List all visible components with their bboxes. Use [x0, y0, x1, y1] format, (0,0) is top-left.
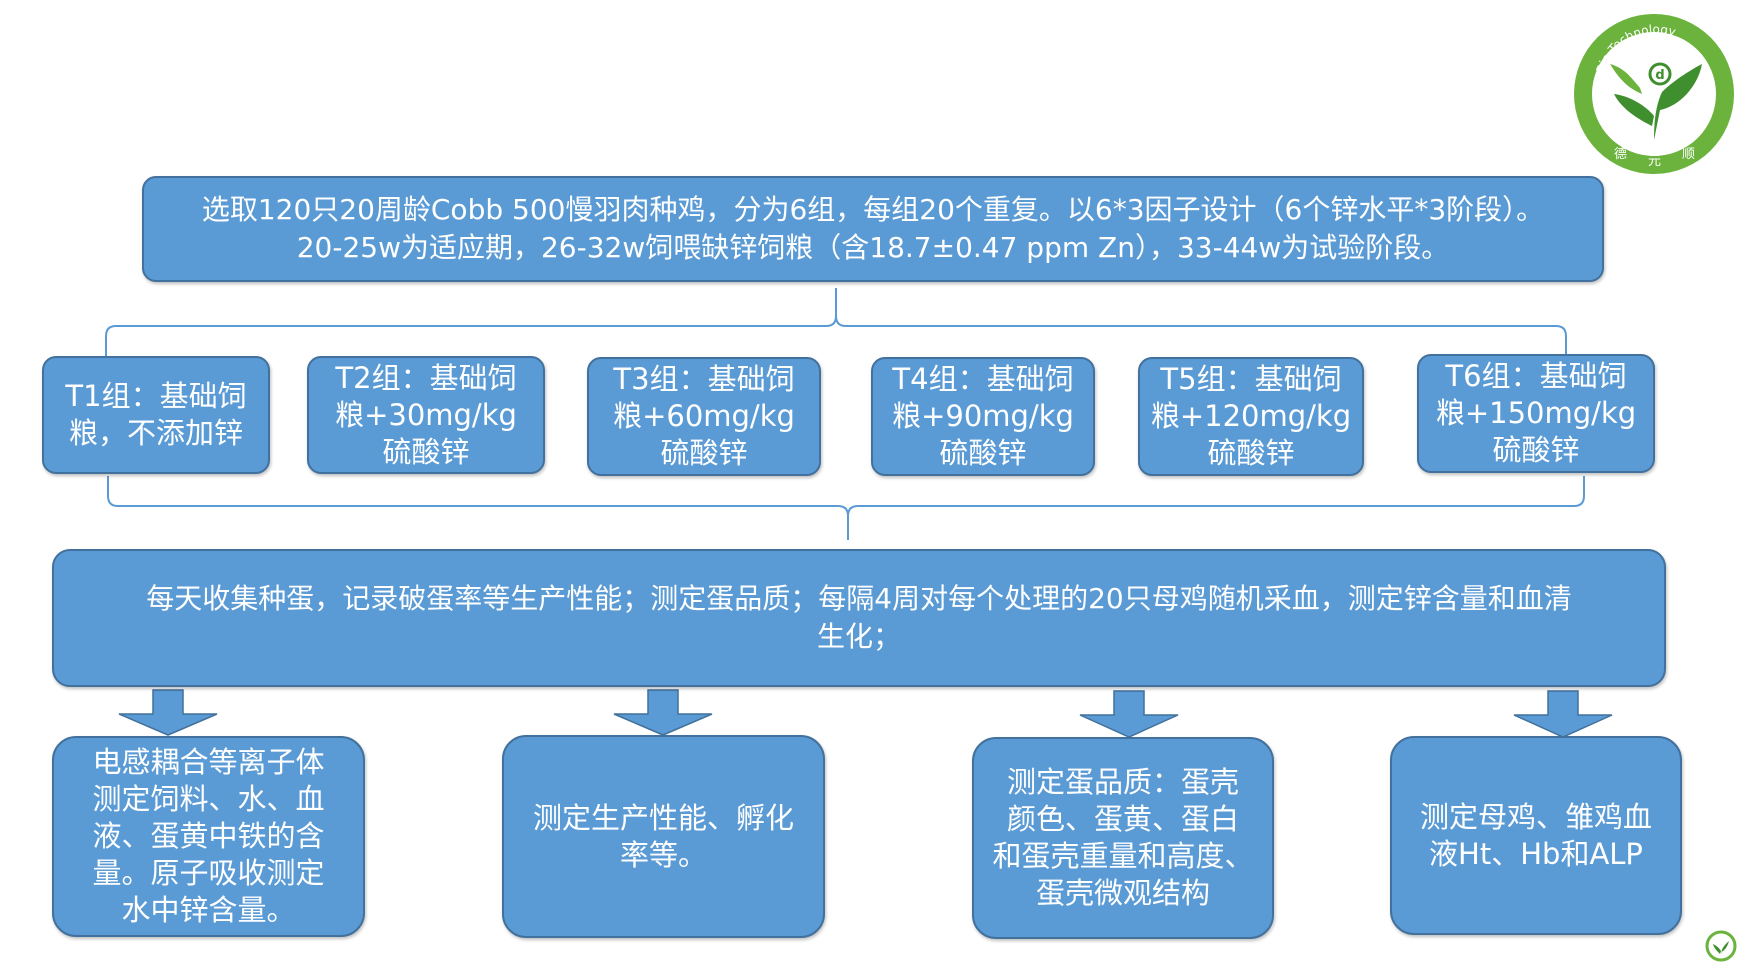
bottom-box-4-line2: 液Ht、Hb和ALP [1429, 836, 1643, 871]
group-t4-line3: 硫酸锌 [939, 436, 1027, 470]
group-box-t2: T2组：基础饲 粮+30mg/kg 硫酸锌 [307, 356, 545, 474]
bottom-box-3: 测定蛋品质：蛋壳 颜色、蛋黄、蛋白 和蛋壳重量和高度、 蛋壳微观结构 [972, 737, 1274, 939]
bottom-box-2: 测定生产性能、孵化 率等。 [502, 735, 825, 938]
bottom-box-2-line1: 测定生产性能、孵化 [532, 800, 794, 835]
logo-char-1: 德 [1614, 147, 1627, 162]
group-t3-line2: 粮+60mg/kg [613, 399, 795, 433]
mid-box: 每天收集种蛋，记录破蛋率等生产性能；测定蛋品质；每隔4周对每个处理的20只母鸡随… [52, 549, 1666, 687]
group-box-t1: T1组：基础饲 粮，不添加锌 [42, 356, 270, 474]
bottom-box-1: 电感耦合等离子体 测定饲料、水、血 液、蛋黄中铁的含 量。原子吸收测定 水中锌含… [52, 736, 365, 937]
bottom-box-3-line4: 蛋壳微观结构 [1035, 876, 1210, 910]
group-t6-line3: 硫酸锌 [1492, 433, 1580, 467]
down-arrow-1 [118, 689, 218, 736]
bio-technology-logo: Bio-Technology d 德 元 顺 [1574, 14, 1734, 174]
down-arrow-4 [1513, 690, 1613, 738]
group-t5-line3: 硫酸锌 [1207, 436, 1295, 470]
bottom-box-1-line3: 液、蛋黄中铁的含 [92, 819, 325, 853]
logo-char-3: 顺 [1682, 147, 1695, 162]
bottom-box-1-line2: 测定饲料、水、血 [92, 782, 325, 816]
bottom-box-3-line2: 颜色、蛋黄、蛋白 [1006, 802, 1239, 836]
top-box-line2: 20-25w为适应期，26-32w饲喂缺锌饲粮（含18.7±0.47 ppm Z… [296, 231, 1450, 264]
group-t6-line1: T6组：基础饲 [1445, 359, 1627, 393]
logo-char-2: 元 [1648, 154, 1661, 169]
bottom-box-4: 测定母鸡、雏鸡血 液Ht、Hb和ALP [1390, 736, 1682, 935]
group-t4-line1: T4组：基础饲 [892, 362, 1074, 396]
group-t2-line3: 硫酸锌 [382, 434, 470, 469]
bottom-box-4-line1: 测定母鸡、雏鸡血 [1419, 799, 1652, 834]
group-box-t5: T5组：基础饲 粮+120mg/kg 硫酸锌 [1138, 357, 1364, 476]
corner-leaf-icon [1705, 930, 1737, 962]
down-arrow-3 [1079, 690, 1179, 738]
upper-brace-right [835, 315, 1567, 356]
mid-box-line2: 生化； [816, 620, 901, 653]
group-box-t3: T3组：基础饲 粮+60mg/kg 硫酸锌 [587, 357, 821, 476]
bottom-box-3-line1: 测定蛋品质：蛋壳 [1006, 765, 1239, 799]
bottom-box-2-line2: 率等。 [619, 837, 707, 872]
group-t1-line1: T1组：基础饲 [65, 379, 247, 413]
top-box-line1: 选取120只20周龄Cobb 500慢羽肉种鸡，分为6组，每组20个重复。以6*… [201, 193, 1545, 226]
mid-box-line1: 每天收集种蛋，记录破蛋率等生产性能；测定蛋品质；每隔4周对每个处理的20只母鸡随… [146, 582, 1572, 615]
top-box: 选取120只20周龄Cobb 500慢羽肉种鸡，分为6组，每组20个重复。以6*… [142, 176, 1604, 282]
group-box-t4: T4组：基础饲 粮+90mg/kg 硫酸锌 [871, 357, 1095, 476]
group-t5-line1: T5组：基础饲 [1160, 362, 1342, 396]
upper-brace [105, 288, 837, 356]
lower-brace-right [847, 476, 1585, 517]
bottom-box-1-line4: 量。原子吸收测定 [92, 856, 325, 890]
lower-brace [107, 476, 849, 540]
bottom-box-1-line5: 水中锌含量。 [121, 893, 296, 927]
group-t3-line1: T3组：基础饲 [613, 362, 795, 396]
group-t1-line2: 粮，不添加锌 [68, 416, 243, 450]
group-t3-line3: 硫酸锌 [660, 436, 748, 470]
logo-letter: d [1655, 68, 1664, 83]
group-t2-line1: T2组：基础饲 [335, 360, 517, 395]
bottom-box-1-line1: 电感耦合等离子体 [92, 745, 325, 779]
group-t5-line2: 粮+120mg/kg [1150, 399, 1352, 433]
bottom-box-3-line3: 和蛋壳重量和高度、 [992, 839, 1254, 873]
group-t4-line2: 粮+90mg/kg [892, 399, 1074, 433]
leaf-icon [1654, 64, 1702, 140]
down-arrow-2 [613, 689, 713, 736]
group-box-t6: T6组：基础饲 粮+150mg/kg 硫酸锌 [1417, 354, 1655, 473]
group-t2-line2: 粮+30mg/kg [335, 397, 517, 432]
group-t6-line2: 粮+150mg/kg [1435, 396, 1637, 430]
